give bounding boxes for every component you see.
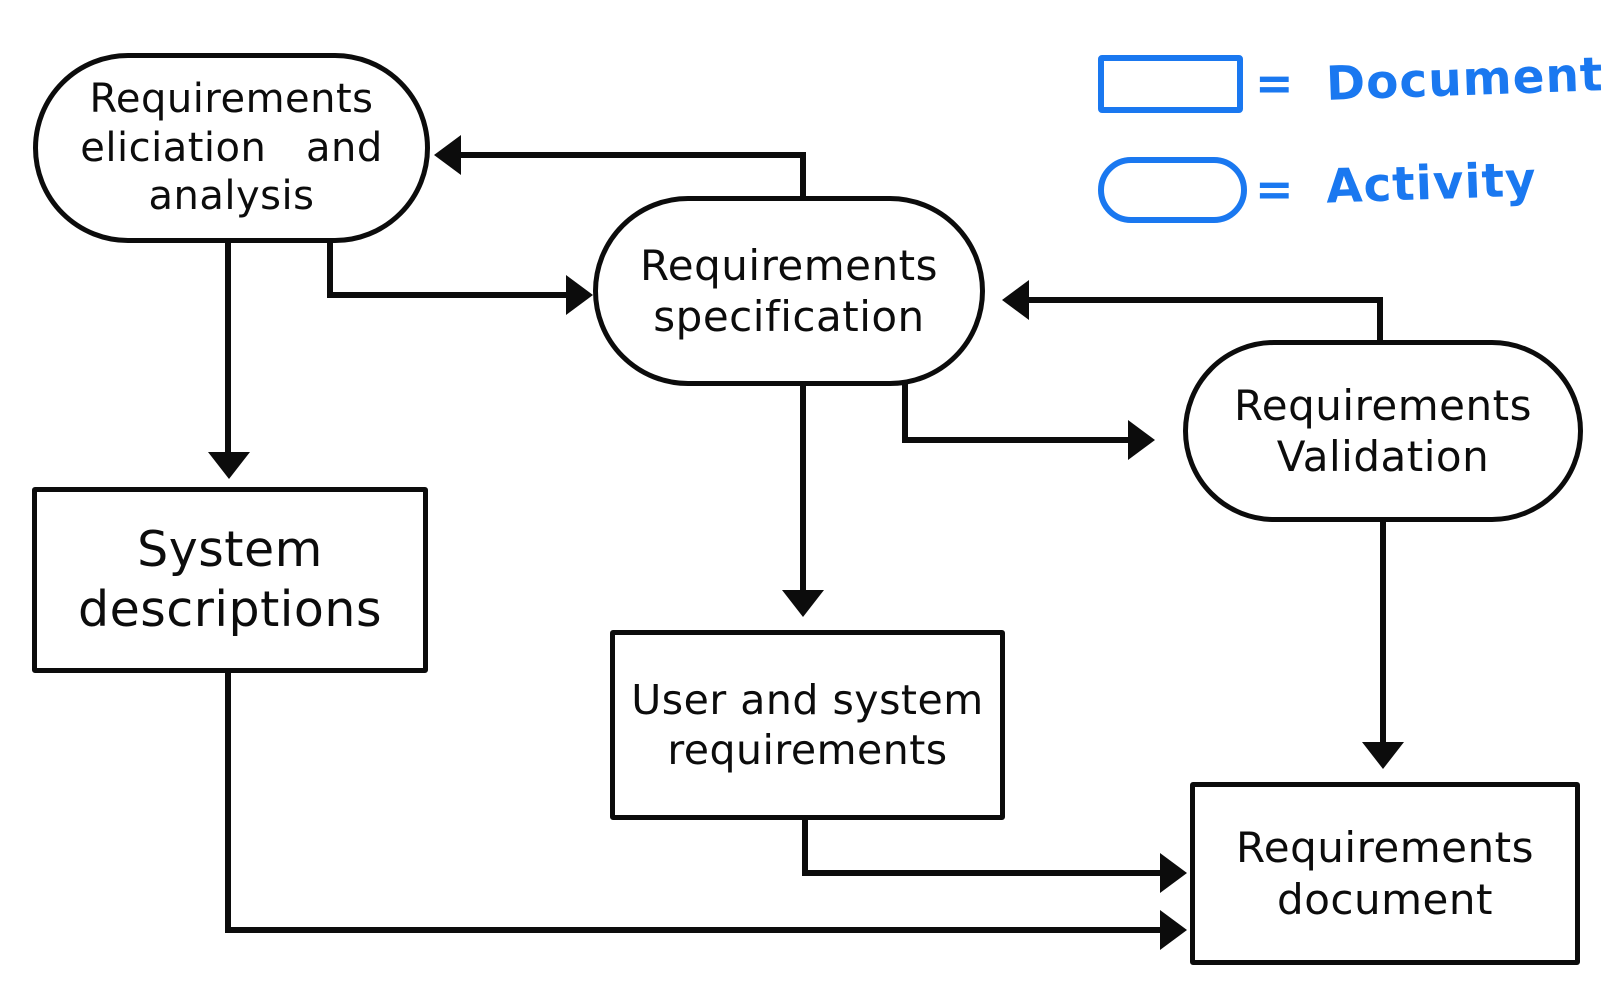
node-user-system-requirements: User and system requirements [610, 630, 1005, 820]
edge-spec-to-userreqs-segment [800, 383, 806, 592]
edge-spec-to-validation-segment [902, 383, 908, 443]
arrowhead-right [566, 275, 593, 315]
edge-elicitation-to-spec-segment [327, 292, 568, 298]
node-label: System descriptions [78, 521, 382, 638]
arrowhead-right [1160, 910, 1187, 950]
arrowhead-down [208, 452, 250, 479]
edge-validation-to-reqdoc-segment [1380, 518, 1386, 744]
edge-userreqs-to-reqdoc-segment [802, 870, 1162, 876]
legend-activity-shape [1098, 157, 1247, 223]
arrowhead-left [1002, 280, 1029, 320]
arrowhead-down [782, 590, 824, 617]
node-label: Requirements specification [640, 240, 938, 341]
node-requirements-specification: Requirements specification [593, 196, 985, 386]
edge-spec-to-elicitation-segment [458, 152, 806, 158]
node-system-descriptions: System descriptions [32, 487, 428, 673]
edge-elicitation-to-spec-segment [327, 240, 333, 298]
legend-equals-sign: = [1255, 162, 1294, 216]
node-label: Requirements Validation [1234, 380, 1532, 481]
edge-validation-to-spec-segment [1026, 297, 1383, 303]
edge-spec-to-elicitation-segment [800, 152, 806, 202]
edge-sysdesc-to-reqdoc-segment [225, 670, 231, 933]
edge-elicitation-to-sysdesc-segment [225, 240, 231, 454]
arrowhead-right [1160, 853, 1187, 893]
arrowhead-right [1128, 420, 1155, 460]
arrowhead-left [434, 135, 461, 175]
node-requirements-document: Requirements document [1190, 782, 1580, 965]
edge-sysdesc-to-reqdoc-segment [225, 927, 1162, 933]
legend-equals-sign: = [1255, 56, 1294, 110]
node-requirements-elicitation: Requirements eliciation and analysis [33, 53, 430, 243]
legend-document-label: Document [1325, 47, 1605, 112]
node-requirements-validation: Requirements Validation [1183, 340, 1583, 522]
node-label: Requirements eliciation and analysis [80, 75, 383, 220]
node-label: Requirements document [1236, 823, 1534, 924]
edge-userreqs-to-reqdoc-segment [802, 817, 808, 876]
edge-validation-to-spec-segment [1377, 297, 1383, 345]
legend-activity-label: Activity [1325, 152, 1538, 215]
arrowhead-down [1362, 742, 1404, 769]
edge-spec-to-validation-segment [902, 437, 1130, 443]
legend-document-shape [1098, 55, 1243, 113]
node-label: User and system requirements [631, 675, 984, 774]
